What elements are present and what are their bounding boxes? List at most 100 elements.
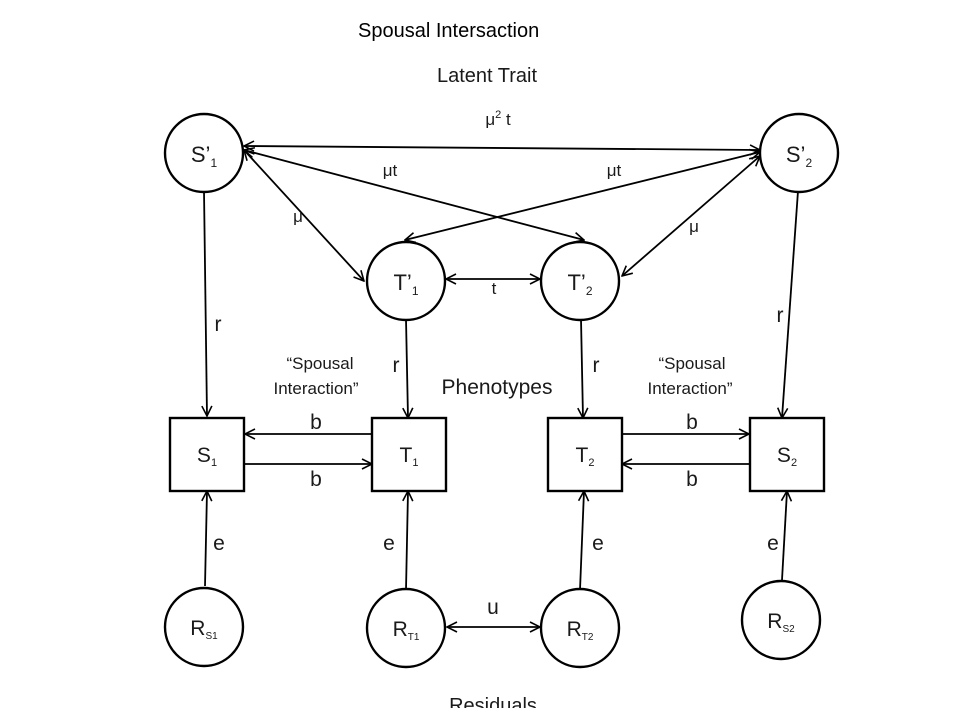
svg-text:S’2: S’2 [786, 142, 813, 170]
svg-text:T2: T2 [576, 444, 595, 469]
edge-rt1-t1 [406, 491, 408, 591]
node-rs1: RS1 [163, 586, 245, 668]
mu-superscript: 2 [495, 109, 501, 121]
edge-t1latent-s2latent [405, 152, 760, 240]
path-label-b-bottom-left: b [310, 468, 322, 491]
path-label-mu2t: μ2 t [485, 109, 511, 129]
svg-text:RS1: RS1 [190, 617, 218, 642]
edge-s2latent-s2 [782, 190, 799, 418]
node-subscript: 1 [412, 284, 419, 298]
edge-s1latent-s1 [204, 190, 207, 416]
edge-rs2-s2 [782, 491, 787, 581]
node-label: S [197, 444, 211, 467]
svg-text:T’1: T’1 [393, 270, 418, 298]
node-subscript: 1 [412, 457, 418, 469]
svg-text:S’1: S’1 [191, 142, 218, 170]
edge-s1latent-t1latent [244, 150, 364, 281]
svg-text:RT1: RT1 [393, 618, 420, 643]
path-label-mut-right: μt [607, 161, 622, 180]
page-title: Spousal Intersaction [358, 20, 540, 42]
edge-rs1-s1 [205, 491, 207, 587]
svg-text:RT2: RT2 [567, 618, 594, 643]
node-subscript: T2 [582, 632, 594, 643]
annotation-spousal-left-line1: “Spousal [286, 354, 353, 373]
spousal-annotations: “Spousal Interaction” “Spousal Interacti… [273, 354, 732, 398]
annotation-spousal-right-line2: Interaction” [647, 379, 732, 398]
path-label-e-t1: e [383, 532, 395, 555]
path-label-b-top-right: b [686, 411, 698, 434]
latent-nodes: S’1 S’2 T’1 T’2 [163, 112, 840, 322]
node-subscript: T1 [408, 632, 420, 643]
path-label-mut-left: μt [383, 161, 398, 180]
svg-text:T1: T1 [400, 444, 419, 469]
node-label: T [400, 444, 413, 467]
edge-s2latent-t2latent [622, 156, 760, 276]
node-rt1: RT1 [365, 587, 447, 669]
path-label-u: u [487, 596, 499, 619]
node-t2-latent: T’2 [539, 240, 621, 322]
svg-text:T’2: T’2 [567, 270, 592, 298]
node-t1: T1 [370, 416, 448, 493]
mu-symbol: μ [607, 161, 617, 180]
annotation-spousal-left-line2: Interaction” [273, 379, 358, 398]
node-label: T [576, 444, 589, 467]
node-subscript: S1 [205, 631, 218, 642]
path-label-b-top-left: b [310, 411, 322, 434]
node-label: R [567, 618, 582, 641]
path-label-rest: t [617, 161, 622, 180]
path-label-e-t2: e [592, 532, 604, 555]
path-label-t: t [492, 279, 497, 298]
node-subscript: 1 [211, 457, 217, 469]
edge-t2latent-t2 [581, 318, 583, 418]
path-label-rest: t [501, 110, 511, 129]
node-s2-latent: S’2 [758, 112, 840, 194]
svg-text:S1: S1 [197, 444, 217, 469]
residual-nodes: RS1 RT1 RT2 RS2 [163, 579, 822, 669]
node-label: R [767, 610, 782, 633]
node-label: S [777, 444, 791, 467]
path-label-r-s2: r [777, 304, 784, 327]
path-label-r-s1: r [215, 313, 222, 336]
node-subscript: 2 [805, 156, 812, 170]
node-label: R [190, 617, 205, 640]
node-s2: S2 [748, 416, 826, 493]
node-rt2: RT2 [539, 587, 621, 669]
edge-rt2-t2 [580, 491, 584, 591]
node-label: S’ [786, 142, 806, 167]
annotation-spousal-right-line1: “Spousal [658, 354, 725, 373]
svg-text:RS2: RS2 [767, 610, 795, 635]
section-label-phenotypes: Phenotypes [442, 376, 553, 399]
node-label: R [393, 618, 408, 641]
edge-t1latent-t1 [406, 318, 408, 418]
section-label-latent: Latent Trait [437, 65, 538, 87]
path-label-r-t1: r [393, 354, 400, 377]
path-label-b-bottom-right: b [686, 468, 698, 491]
path-label-mu-left: μ [293, 207, 303, 226]
node-label: S’ [191, 142, 211, 167]
phenotype-nodes: S1 T1 T2 S2 [168, 416, 826, 493]
edge-s1latent-t2latent [244, 150, 584, 240]
node-rs2: RS2 [740, 579, 822, 661]
section-label-residuals: Residuals [449, 695, 537, 708]
node-t2: T2 [546, 416, 624, 493]
edges [204, 146, 799, 627]
path-labels: μ2 t μt μt μ μ t r r r r b b b b e e e e… [213, 109, 783, 619]
mu-symbol: μ [383, 161, 393, 180]
svg-text:S2: S2 [777, 444, 797, 469]
node-subscript: S2 [782, 624, 795, 635]
node-subscript: 2 [588, 457, 594, 469]
node-subscript: 2 [586, 284, 593, 298]
path-label-rest: t [393, 161, 398, 180]
node-s1-latent: S’1 [163, 112, 245, 194]
path-label-mu-right: μ [689, 217, 699, 236]
node-t1-latent: T’1 [365, 240, 447, 322]
path-label-e-s2: e [767, 532, 779, 555]
edge-s1latent-s2latent [244, 146, 760, 150]
node-label: T’ [567, 270, 585, 295]
node-subscript: 1 [210, 156, 217, 170]
node-s1: S1 [168, 416, 246, 493]
path-label-r-t2: r [593, 354, 600, 377]
